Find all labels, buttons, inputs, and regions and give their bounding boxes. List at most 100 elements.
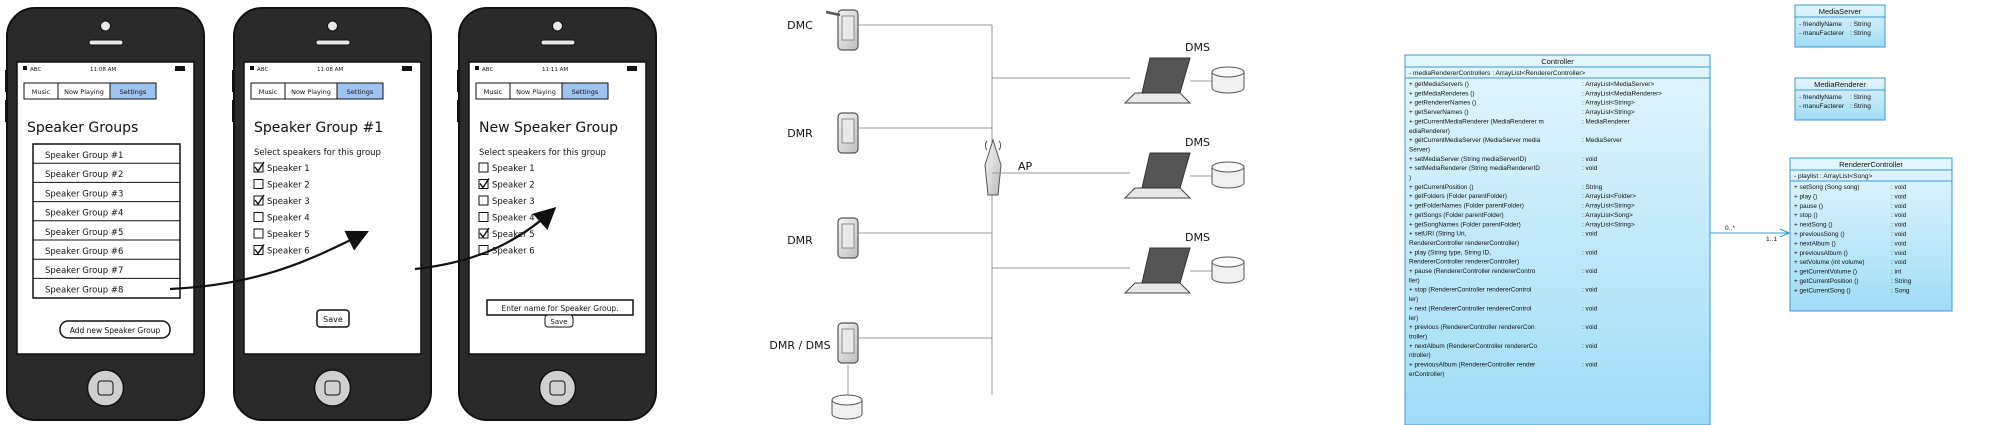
- screen-heading: Speaker Group #1: [254, 120, 383, 136]
- device-label: DMC: [787, 19, 813, 32]
- speaker-group-item[interactable]: Speaker Group #3: [45, 189, 123, 199]
- operation-name: + getCurrentMediaRenderer (MediaRenderer…: [1409, 118, 1544, 125]
- uml-class-media-renderer: MediaRenderer- friendlyName: String- man…: [1794, 77, 1886, 121]
- battery-icon: [402, 66, 412, 71]
- home-button[interactable]: [313, 369, 352, 407]
- side-button: [457, 70, 460, 92]
- class-title: RendererController: [1839, 160, 1903, 169]
- side-button: [5, 100, 8, 122]
- operation-name: + previous (RendererController rendererC…: [1409, 324, 1535, 331]
- signal-icon: [250, 66, 254, 70]
- operation-type: : Song: [1891, 287, 1910, 294]
- operation-name: + getRendererNames (): [1409, 100, 1476, 107]
- tab-label: Settings: [572, 88, 599, 96]
- instruction-text: Select speakers for this group: [479, 148, 606, 158]
- operation-name: + getSongNames (Folder parentFolder): [1409, 221, 1521, 228]
- tab-settings[interactable]: [561, 82, 609, 100]
- operation-type: : int: [1891, 269, 1902, 276]
- speaker-checkbox[interactable]: [253, 162, 264, 173]
- tab-settings[interactable]: [336, 82, 384, 100]
- speaker-label: Speaker 6: [492, 247, 535, 257]
- flow-arrow: [414, 207, 557, 271]
- home-button[interactable]: [538, 369, 577, 407]
- speaker-checkbox[interactable]: [253, 245, 264, 255]
- attribute-type: : String: [1850, 103, 1871, 110]
- save-button[interactable]: [316, 309, 350, 328]
- speaker-checkbox[interactable]: [478, 162, 489, 173]
- speaker-checkbox[interactable]: [253, 212, 264, 222]
- operation-type: : void: [1891, 203, 1907, 210]
- status-carrier: ABC: [482, 67, 493, 73]
- operation-name: ler): [1409, 315, 1418, 322]
- operation-type: : String: [1891, 278, 1912, 285]
- side-button: [5, 70, 8, 92]
- operation-name: + getCurrentPosition (): [1794, 278, 1858, 285]
- operation-type: : void: [1582, 249, 1598, 256]
- speaker-label: Speaker 4: [267, 214, 310, 224]
- operation-type: : void: [1582, 343, 1598, 350]
- speaker-label: Speaker 1: [267, 164, 310, 174]
- device-screen: [841, 328, 855, 354]
- operation-type: : MediaRenderer: [1582, 118, 1630, 125]
- add-speaker-group-button[interactable]: [59, 320, 171, 339]
- speaker-checkbox[interactable]: [478, 179, 489, 189]
- status-time: 11:08 AM: [317, 67, 343, 73]
- storage-top: [1211, 256, 1245, 268]
- status-time: 11:11 AM: [542, 67, 568, 73]
- speaker-grill-icon: [315, 39, 351, 46]
- speaker-label: Speaker 3: [492, 197, 535, 207]
- storage-top: [831, 394, 863, 406]
- speaker-checkbox[interactable]: [478, 195, 489, 206]
- speaker-checkbox[interactable]: [478, 228, 489, 239]
- class-attribute: - mediaRendererControllers : ArrayList<R…: [1409, 70, 1585, 77]
- attribute-name: - friendlyName: [1799, 21, 1842, 28]
- camera-icon: [100, 20, 111, 32]
- class-title: MediaServer: [1819, 7, 1862, 16]
- speaker-group-item[interactable]: Speaker Group #6: [45, 247, 123, 257]
- save-label: Save: [550, 318, 567, 326]
- operation-name: + getCurrentPosition (): [1409, 184, 1473, 191]
- operation-name: + getFolders (Folder parentFolder): [1409, 193, 1507, 200]
- instruction-text: Select speakers for this group: [254, 148, 381, 158]
- speaker-group-item[interactable]: Speaker Group #7: [45, 266, 123, 276]
- laptop-icon: [1141, 57, 1191, 94]
- save-button[interactable]: [544, 314, 574, 328]
- speaker-checkbox[interactable]: [253, 195, 264, 206]
- home-button[interactable]: [86, 369, 125, 407]
- home-square-icon: [324, 380, 341, 396]
- speaker-group-item[interactable]: Speaker Group #2: [45, 170, 123, 180]
- device-screen: [841, 223, 855, 249]
- phone-screen: [243, 61, 422, 355]
- storage-top: [1211, 161, 1245, 173]
- class-box: [1404, 54, 1711, 425]
- checkmark-icon: [254, 194, 265, 206]
- operation-name: + nextSong (): [1794, 222, 1833, 229]
- speaker-group-item[interactable]: Speaker Group #8: [45, 285, 123, 295]
- speaker-checkbox[interactable]: [253, 179, 264, 189]
- speaker-checkbox[interactable]: [253, 228, 264, 239]
- operation-name: + next (RendererController rendererContr…: [1409, 305, 1531, 312]
- checkmark-icon: [254, 161, 265, 173]
- uml-class-renderer-controller: RendererController- playlist : ArrayList…: [1789, 157, 1953, 312]
- access-point-icon: [984, 138, 1002, 196]
- wifi-waves-icon: [984, 140, 1002, 151]
- attribute-type: : String: [1850, 21, 1871, 28]
- speaker-group-item[interactable]: Speaker Group #5: [45, 228, 123, 238]
- operation-type: : void: [1582, 268, 1598, 275]
- tab-label: Music: [32, 88, 51, 96]
- laptop-base: [1123, 187, 1192, 199]
- speaker-label: Speaker 3: [267, 197, 310, 207]
- speaker-group-item[interactable]: Speaker Group #1: [45, 151, 123, 161]
- speaker-checkbox[interactable]: [478, 212, 489, 222]
- operation-type: : void: [1891, 250, 1907, 257]
- speaker-label: Speaker 2: [492, 181, 535, 191]
- speaker-group-item[interactable]: Speaker Group #4: [45, 209, 123, 219]
- tab-settings[interactable]: [109, 82, 157, 100]
- operation-name: + getSongs (Folder parentFolder): [1409, 212, 1504, 219]
- screen-heading: New Speaker Group: [479, 120, 618, 136]
